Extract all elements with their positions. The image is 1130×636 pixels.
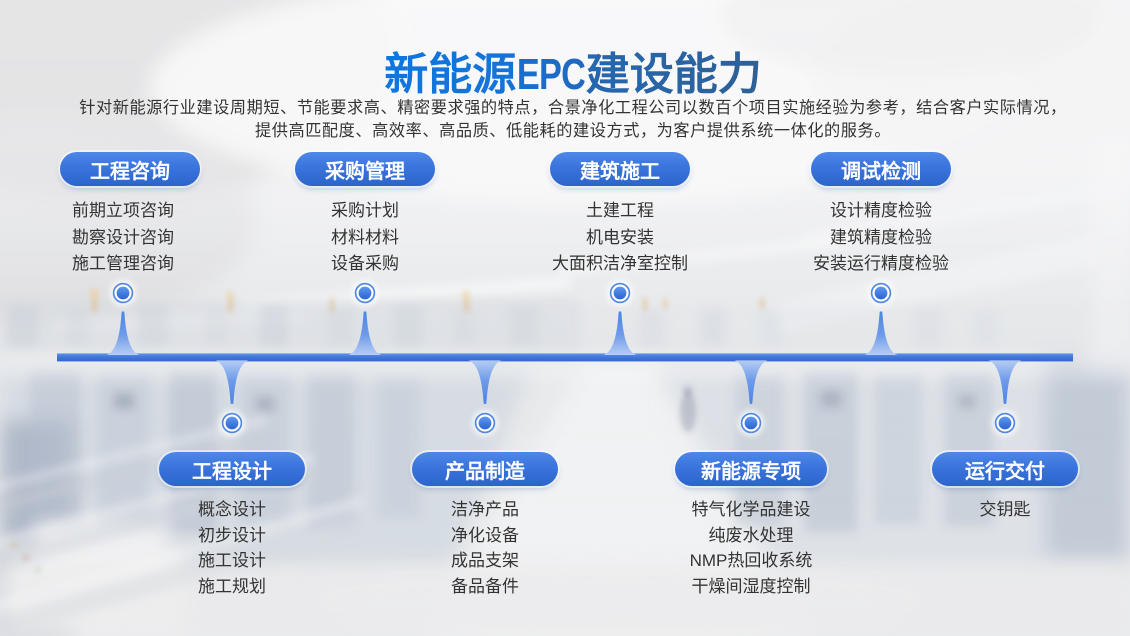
capability-list: 交钥匙 xyxy=(932,497,1078,523)
capability-item: 安装运行精度检验 xyxy=(813,254,949,273)
capability-item: 土建工程 xyxy=(586,201,654,220)
capability-item: 施工设计 xyxy=(198,551,266,570)
capability-item: 大面积洁净室控制 xyxy=(552,254,688,273)
pill-new-energy-special: 新能源专项 xyxy=(675,452,827,486)
timeline-node-dot xyxy=(472,410,498,436)
capability-item: 设备采购 xyxy=(331,254,399,273)
page-title: 新能源EPC建设能力 xyxy=(384,38,761,102)
timeline-node-dot xyxy=(868,280,894,306)
capability-item: 概念设计 xyxy=(198,500,266,519)
subtitle-line-2: 提供高匹配度、高效率、高品质、低能耗的建设方式，为客户提供系统一体化的服务。 xyxy=(254,122,892,140)
timeline-connector xyxy=(603,311,637,355)
capability-item: 干燥间湿度控制 xyxy=(691,576,811,596)
capability-list: 设计精度检验 建筑精度检验 安装运行精度检验 xyxy=(811,198,951,278)
timeline-node-dot xyxy=(219,410,245,436)
timeline-connector xyxy=(468,360,502,404)
pill-operation-delivery: 运行交付 xyxy=(932,452,1078,486)
capability-list: 特气化学品建设 纯废水处理 NMP热回收系统 干燥间湿度控制 xyxy=(675,497,827,599)
group-engineering-design: 工程设计 概念设计 初步设计 施工设计 施工规划 xyxy=(159,452,305,599)
capability-item: 建筑精度检验 xyxy=(830,227,932,247)
pill-building-construction: 建筑施工 xyxy=(550,152,690,186)
group-operation-delivery: 运行交付 交钥匙 xyxy=(932,452,1078,523)
title-part-en: EPC xyxy=(516,50,586,99)
pill-product-manufacturing: 产品制造 xyxy=(412,452,558,486)
capability-item: 备品备件 xyxy=(451,576,519,596)
title-part-zh1: 新能源 xyxy=(384,50,517,99)
capability-item: 施工规划 xyxy=(198,576,266,596)
timeline-connector xyxy=(215,360,249,404)
capability-list: 前期立项咨询 勘察设计咨询 施工管理咨询 xyxy=(53,198,193,278)
pill-engineering-consulting: 工程咨询 xyxy=(60,152,200,186)
timeline-connector xyxy=(348,311,382,355)
capability-item: 洁净产品 xyxy=(451,500,519,519)
capability-item: 净化设备 xyxy=(451,525,519,545)
timeline-node-dot xyxy=(110,280,136,306)
capability-item: 设计精度检验 xyxy=(830,201,932,220)
timeline-axis xyxy=(57,353,1073,362)
timeline-node-dot xyxy=(607,280,633,306)
timeline-node-dot xyxy=(352,280,378,306)
capability-item: 机电安装 xyxy=(586,227,654,247)
timeline-connector xyxy=(988,360,1022,404)
capability-item: 施工管理咨询 xyxy=(72,254,174,273)
timeline-node-dot xyxy=(738,410,764,436)
timeline-connectors-bottom xyxy=(215,360,1022,404)
title-part-zh2: 建设能力 xyxy=(585,50,762,99)
group-procurement-management: 采购管理 采购计划 材料材料 设备采购 xyxy=(295,152,435,278)
capability-list: 洁净产品 净化设备 成品支架 备品备件 xyxy=(412,497,558,599)
timeline-connector xyxy=(864,311,898,355)
capability-item: 交钥匙 xyxy=(979,500,1031,519)
group-product-manufacturing: 产品制造 洁净产品 净化设备 成品支架 备品备件 xyxy=(412,452,558,599)
capability-list: 土建工程 机电安装 大面积洁净室控制 xyxy=(550,198,690,278)
pill-commissioning-testing: 调试检测 xyxy=(811,152,951,186)
capability-item: 采购计划 xyxy=(331,201,399,220)
pill-procurement-management: 采购管理 xyxy=(295,152,435,186)
timeline-node-dot xyxy=(992,410,1018,436)
slide-subtitle: 针对新能源行业建设周期短、节能要求高、精密要求强的特点，合景净化工程公司以数百个… xyxy=(8,97,1130,143)
timeline-connector xyxy=(734,360,768,404)
capability-item: 材料材料 xyxy=(331,227,399,247)
capability-item: 勘察设计咨询 xyxy=(72,227,174,247)
capability-item: 成品支架 xyxy=(451,551,519,570)
capability-list: 概念设计 初步设计 施工设计 施工规划 xyxy=(159,497,305,599)
capability-item: 初步设计 xyxy=(198,525,266,545)
capability-item: NMP热回收系统 xyxy=(689,551,813,570)
capability-item: 特气化学品建设 xyxy=(691,500,811,519)
timeline-connector xyxy=(106,311,140,355)
timeline-nodes xyxy=(110,280,1018,436)
capability-item: 纯废水处理 xyxy=(708,525,794,545)
subtitle-line-1: 针对新能源行业建设周期短、节能要求高、精密要求强的特点，合景净化工程公司以数百个… xyxy=(79,99,1067,117)
group-building-construction: 建筑施工 土建工程 机电安装 大面积洁净室控制 xyxy=(550,152,690,278)
timeline-connectors-top xyxy=(106,311,898,355)
group-new-energy-special: 新能源专项 特气化学品建设 纯废水处理 NMP热回收系统 干燥间湿度控制 xyxy=(675,452,827,599)
capability-list: 采购计划 材料材料 设备采购 xyxy=(295,198,435,278)
pill-engineering-design: 工程设计 xyxy=(159,452,305,486)
capability-item: 前期立项咨询 xyxy=(72,201,174,220)
group-engineering-consulting: 工程咨询 前期立项咨询 勘察设计咨询 施工管理咨询 xyxy=(53,152,200,278)
group-commissioning-testing: 调试检测 设计精度检验 建筑精度检验 安装运行精度检验 xyxy=(811,152,951,278)
